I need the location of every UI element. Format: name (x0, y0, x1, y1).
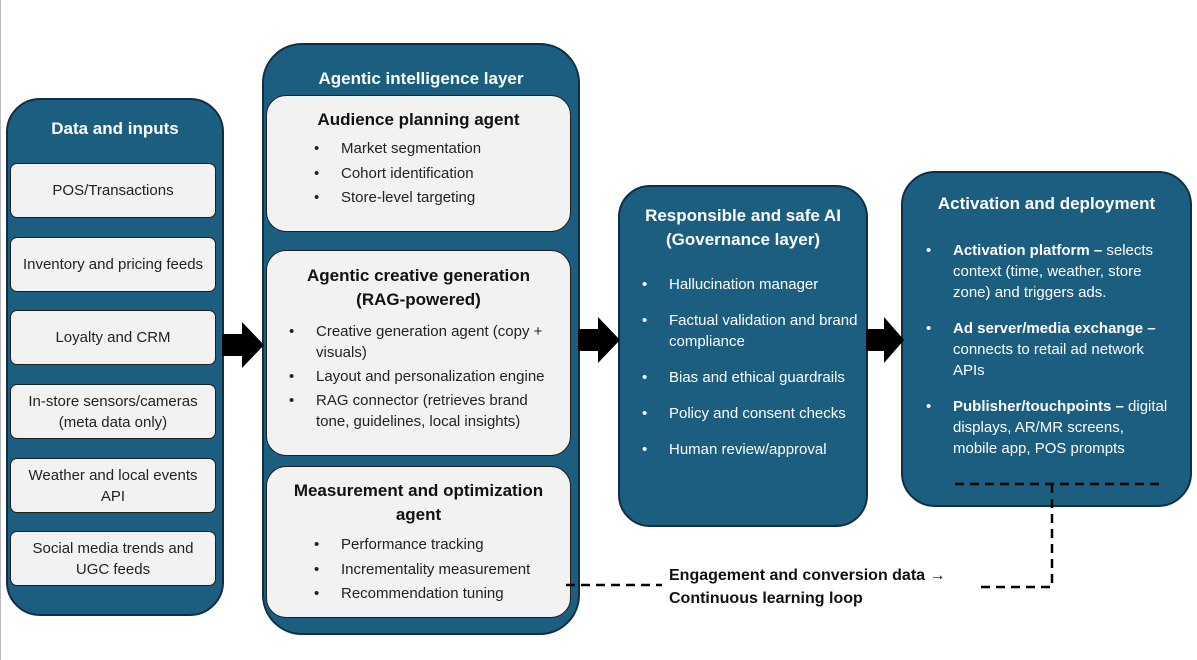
arrow-right-icon (578, 317, 620, 363)
activation-item-label: Ad server/media exchange – (953, 320, 1156, 337)
input-loyalty-crm: Loyalty and CRM (10, 310, 216, 365)
input-label: Social media trends and UGC feeds (32, 539, 194, 578)
creative-generation-card: Agentic creative generation (RAG-powered… (266, 250, 571, 456)
bullet-item: Bias and ethical guardrails (642, 367, 859, 388)
governance-title: Responsible and safe AI (Governance laye… (645, 206, 841, 249)
bullet-item: Market segmentation (314, 138, 481, 159)
activation-item-label: Publisher/touchpoints – (953, 398, 1124, 415)
activation-title: Activation and deployment (937, 194, 1156, 213)
input-inventory-pricing: Inventory and pricing feeds (10, 237, 216, 292)
input-social-media: Social media trends and UGC feeds (10, 531, 216, 586)
input-label: Loyalty and CRM (55, 329, 171, 346)
input-pos-transactions: POS/Transactions (10, 163, 216, 218)
arrow-right-icon (222, 322, 264, 368)
governance-bullets: Hallucination manager Factual validation… (642, 274, 859, 460)
input-label: In-store sensors/cameras (meta data only… (28, 392, 198, 431)
bullet-item: Factual validation and brand compliance (642, 310, 859, 352)
feedback-loop-label: Engagement and conversion data → Continu… (669, 567, 946, 607)
activation-item-label: Activation platform – (953, 242, 1103, 259)
activation-item: Publisher/touchpoints – digital displays… (926, 396, 1169, 459)
bullet-item: Layout and personalization engine (289, 366, 556, 387)
creative-bullets: Creative generation agent (copy + visual… (289, 321, 556, 432)
activation-item-text: connects to retail ad network APIs (953, 341, 1144, 379)
audience-card-title: Audience planning agent (317, 110, 520, 129)
arrow-right-icon (866, 317, 904, 363)
bullet-item: Policy and consent checks (642, 403, 859, 424)
input-weather-events: Weather and local events API (10, 458, 216, 513)
measurement-bullets: Performance tracking Incrementality meas… (314, 534, 530, 604)
bullet-item: Performance tracking (314, 534, 530, 555)
frame-left-border (0, 0, 1, 660)
bullet-item: Hallucination manager (642, 274, 859, 295)
audience-bullets: Market segmentation Cohort identificatio… (314, 138, 481, 208)
input-label: Weather and local events API (28, 466, 198, 505)
measurement-card-title: Measurement and optimization agent (293, 481, 544, 524)
intelligence-title: Agentic intelligence layer (318, 69, 524, 88)
governance-panel: Responsible and safe AI (Governance laye… (618, 185, 868, 527)
audience-planning-card: Audience planning agent Market segmentat… (266, 95, 571, 232)
bullet-item: Cohort identification (314, 163, 481, 184)
creative-card-title: Agentic creative generation (RAG-powered… (307, 266, 530, 309)
bullet-item: Recommendation tuning (314, 583, 530, 604)
bullet-item: Incrementality measurement (314, 559, 530, 580)
bullet-item: Creative generation agent (copy + visual… (289, 321, 556, 363)
input-label: Inventory and pricing feeds (22, 256, 204, 273)
activation-bullets: Activation platform – selects context (t… (926, 240, 1169, 459)
activation-item-text: selects context (time, weather, store zo… (953, 242, 1154, 301)
activation-item: Ad server/media exchange – connects to r… (926, 318, 1169, 381)
data-inputs-title: Data and inputs (51, 119, 179, 138)
activation-item-text: digital displays, AR/MR screens, mobile … (953, 398, 1168, 457)
bullet-item: Human review/approval (642, 439, 859, 460)
bullet-item: RAG connector (retrieves brand tone, gui… (289, 390, 556, 432)
measurement-card: Measurement and optimization agent Perfo… (266, 466, 571, 618)
input-label: POS/Transactions (52, 182, 174, 199)
activation-item: Activation platform – selects context (t… (926, 240, 1169, 303)
bullet-item: Store-level targeting (314, 187, 481, 208)
input-instore-sensors: In-store sensors/cameras (meta data only… (10, 384, 216, 439)
